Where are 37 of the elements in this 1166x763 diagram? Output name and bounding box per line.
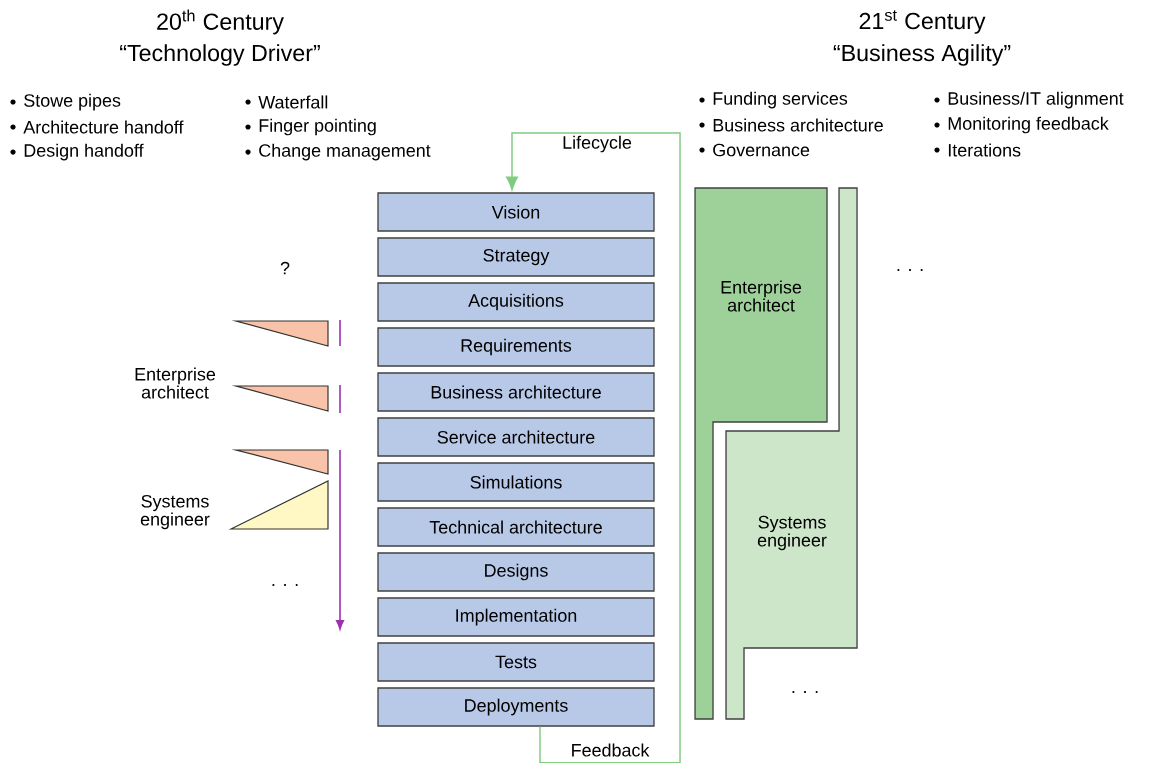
note-text: ? xyxy=(280,261,290,275)
step-box: Deployments xyxy=(377,687,655,727)
heading: 20$^{th}$ Century xyxy=(157,9,284,35)
step-box: Requirements xyxy=(377,327,655,367)
note-text: . . . xyxy=(272,584,298,586)
step-box: Business architecture xyxy=(377,372,655,412)
bullet-item: Business architecture xyxy=(699,118,883,132)
role-label: Enterprise architect xyxy=(135,367,216,399)
bullet-item: Governance xyxy=(699,143,810,157)
bullet-item: Change management xyxy=(245,143,431,161)
loop-arrow xyxy=(505,132,681,763)
step-box: Tests xyxy=(377,642,655,682)
bullet-item: Funding services xyxy=(699,91,848,109)
bullet-item: Iterations xyxy=(934,143,1021,157)
heading: “Business Agility” xyxy=(833,44,1011,66)
step-box: Acquisitions xyxy=(377,282,655,322)
step-box: Service architecture xyxy=(377,417,655,457)
step-box: Vision xyxy=(377,192,655,232)
bullet-item: Design handoff xyxy=(10,143,144,161)
note-text: . . . xyxy=(897,269,923,271)
bullet-item: Finger pointing xyxy=(245,118,376,136)
bullet-item: Stowe pipes xyxy=(10,93,121,111)
bullet-item: Waterfall xyxy=(245,95,328,109)
role-label: Systems engineer xyxy=(140,494,210,530)
note-text: Feedback xyxy=(569,742,651,758)
bullet-item: Business/IT alignment xyxy=(934,91,1124,109)
step-box: Designs xyxy=(377,552,655,592)
heading: “Technology Driver” xyxy=(120,44,320,66)
step-box: Technical architecture xyxy=(377,507,655,547)
bullet-item: Monitoring feedback xyxy=(934,116,1109,134)
step-box: Simulations xyxy=(377,462,655,502)
edge-label: Lifecycle xyxy=(563,135,632,153)
bullet-item: Architecture handoff xyxy=(10,120,184,134)
heading: 21$^{st}$ Century xyxy=(859,10,986,34)
note-text: . . . xyxy=(792,691,818,693)
step-box: Implementation xyxy=(377,597,655,637)
step-box: Strategy xyxy=(377,237,655,277)
